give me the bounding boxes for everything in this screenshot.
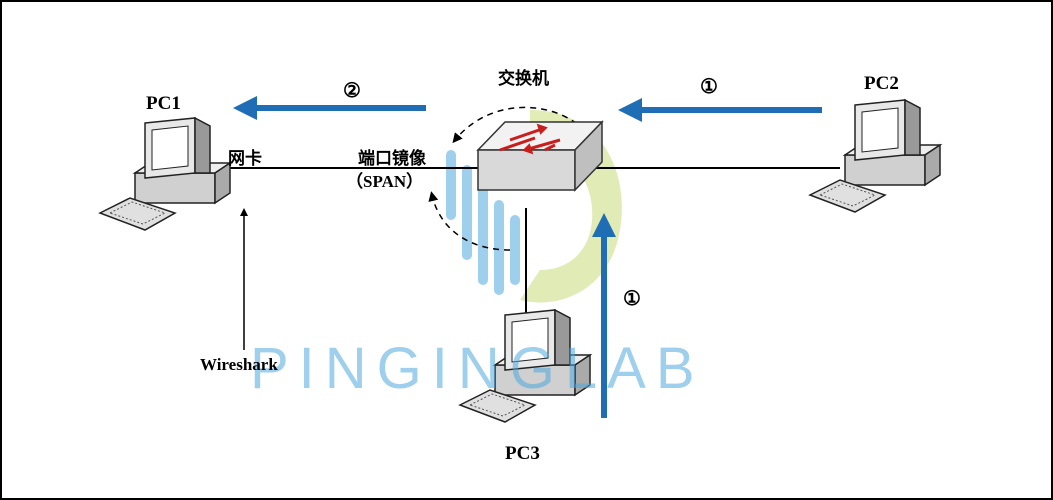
switch-label: 交换机 xyxy=(498,69,549,88)
port-mirror-label: 端口镜像 xyxy=(358,149,426,168)
pc1-label: PC1 xyxy=(146,93,181,114)
pc3-computer-icon xyxy=(458,308,593,423)
wireshark-label: Wireshark xyxy=(200,355,278,374)
pc2-label: PC2 xyxy=(864,73,899,94)
pc1-computer-icon xyxy=(98,116,233,231)
mirror-arc xyxy=(452,106,601,161)
step-2-marker: ② xyxy=(343,80,361,102)
watermark-text: PINGINGLAB xyxy=(250,336,705,401)
step-1-marker-bottom: ① xyxy=(623,288,641,310)
switch-icon xyxy=(476,120,604,192)
span-label: （SPAN） xyxy=(346,172,424,191)
pc3-label: PC3 xyxy=(505,443,540,464)
step-1-marker-top: ① xyxy=(700,76,718,98)
nic-label: 网卡 xyxy=(228,149,262,168)
mirror-arc-lower xyxy=(428,191,511,251)
pc2-computer-icon xyxy=(808,98,943,213)
